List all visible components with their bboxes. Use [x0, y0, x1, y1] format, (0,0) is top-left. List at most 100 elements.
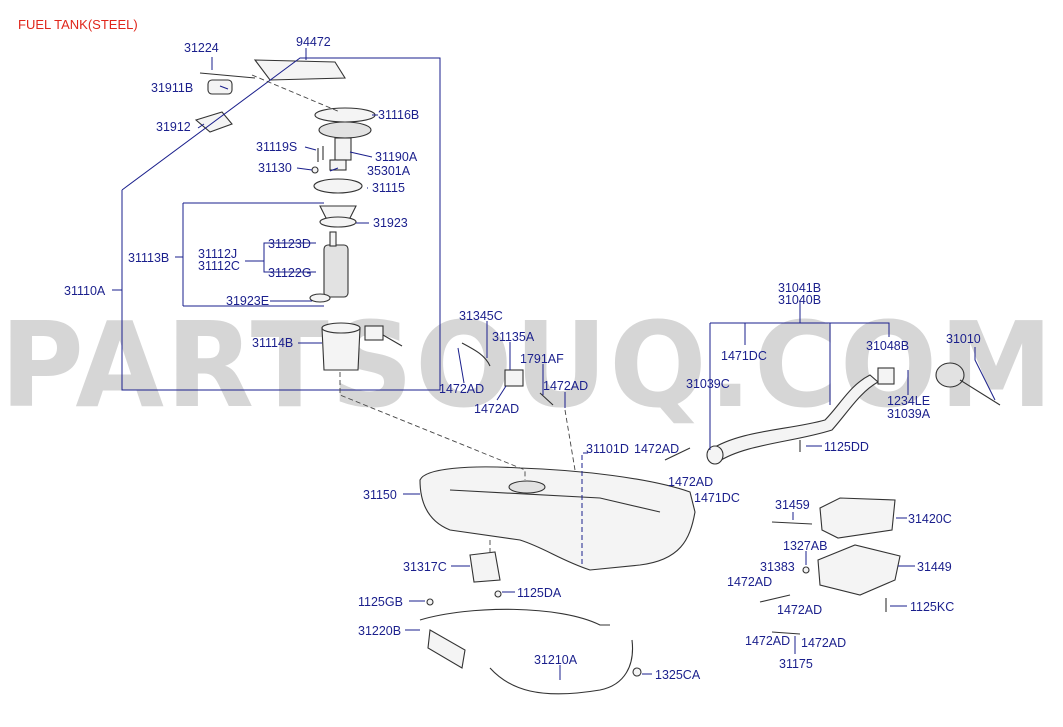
label-31039A[interactable]: 31039A: [887, 407, 931, 421]
part-31190A: [334, 137, 352, 161]
part-31114B-reservoir: [321, 327, 361, 371]
label-31110A[interactable]: 31110A: [64, 284, 106, 298]
part-1471DC-clamp: [706, 445, 724, 465]
label-1472AD-b[interactable]: 1472AD: [543, 379, 588, 393]
label-31317C[interactable]: 31317C: [403, 560, 447, 574]
leader-31110A-box: [121, 57, 441, 391]
label-94472[interactable]: 94472: [296, 35, 331, 49]
label-31041B[interactable]: 31041B: [778, 281, 821, 295]
label-35301A[interactable]: 35301A: [367, 164, 411, 178]
label-31113B[interactable]: 31113B: [128, 251, 169, 265]
label-1125DA[interactable]: 1125DA: [517, 586, 562, 600]
part-31224-hose: [199, 72, 256, 79]
part-94472-cover: [253, 59, 346, 81]
label-31101D[interactable]: 31101D: [586, 442, 629, 456]
part-1472AD-hose: [664, 447, 691, 461]
part-31210A-strap: [489, 639, 634, 695]
label-31420C[interactable]: 31420C: [908, 512, 952, 526]
part-31923-seal: [319, 216, 357, 228]
label-31112J[interactable]: 31112J: [198, 247, 237, 261]
label-31911B[interactable]: 31911B: [151, 81, 193, 95]
label-31383[interactable]: 31383: [760, 560, 795, 574]
dash-pump-to-tank: [339, 372, 526, 480]
label-31912[interactable]: 31912: [156, 120, 191, 134]
label-31123D[interactable]: 31123D: [268, 237, 311, 251]
label-31039C[interactable]: 31039C: [686, 377, 730, 391]
label-31449[interactable]: 31449: [917, 560, 952, 574]
dash-filter-to-plate: [251, 74, 341, 113]
part-sender: [364, 325, 384, 341]
label-31135A[interactable]: 31135A: [492, 330, 535, 344]
label-31010[interactable]: 31010: [946, 332, 981, 346]
label-31119S[interactable]: 31119S: [256, 140, 297, 154]
leader-31113B-bracket: [182, 202, 324, 307]
watermark: PARTSOUQ.COM: [0, 296, 1055, 434]
parts-drawings: [194, 59, 1001, 695]
label-31150[interactable]: 31150: [363, 488, 397, 502]
part-31449-bracket: [817, 544, 901, 596]
part-31923E: [309, 293, 331, 303]
label-31224[interactable]: 31224: [184, 41, 219, 55]
label-1472AD-h[interactable]: 1472AD: [745, 634, 790, 648]
label-1125KC[interactable]: 1125KC: [910, 600, 954, 614]
part-31220B-end: [427, 629, 466, 669]
label-31115[interactable]: 31115: [372, 181, 405, 195]
leader-hoses: [486, 321, 544, 395]
label-31923E[interactable]: 31923E: [226, 294, 269, 308]
part-31123D: [329, 231, 337, 247]
label-31190A[interactable]: 31190A: [375, 150, 418, 164]
label-31345C[interactable]: 31345C: [459, 309, 503, 323]
label-1472AD-i[interactable]: 1472AD: [801, 636, 846, 650]
label-1471DC-a[interactable]: 1471DC: [721, 349, 767, 363]
part-31112J-pump: [323, 244, 349, 298]
part-31150-fuel-tank: [419, 466, 696, 571]
label-1472AD-a[interactable]: 1472AD: [439, 382, 484, 396]
label-1471DC-b[interactable]: 1471DC: [694, 491, 740, 505]
leader-lines: [112, 48, 996, 680]
label-31130[interactable]: 31130: [258, 161, 292, 175]
label-1791AF[interactable]: 1791AF: [520, 352, 564, 366]
part-sender-wire: [382, 334, 403, 347]
label-1327AB[interactable]: 1327AB: [783, 539, 827, 553]
part-35301A: [329, 159, 347, 171]
label-31112C[interactable]: 31112C: [198, 259, 240, 273]
part-31911B-filter: [207, 79, 233, 95]
label-31048B[interactable]: 31048B: [866, 339, 909, 353]
label-1325CA[interactable]: 1325CA: [655, 668, 701, 682]
part-31459-hose: [771, 521, 813, 525]
label-1125GB[interactable]: 1125GB: [358, 595, 403, 609]
part-31220B-strap: [419, 608, 610, 626]
part-31115-ring: [313, 178, 363, 194]
label-1472AD-f[interactable]: 1472AD: [727, 575, 772, 589]
part-31383-hose: [759, 594, 791, 603]
label-1472AD-d[interactable]: 1472AD: [634, 442, 679, 456]
label-1472AD-c[interactable]: 1472AD: [474, 402, 519, 416]
label-1472AD-e[interactable]: 1472AD: [668, 475, 713, 489]
part-31114B-top: [321, 322, 361, 334]
leader-pump-right: [349, 114, 378, 224]
part-labels: 31224 94472 31911B 31116B 31912 31119S 3…: [64, 35, 981, 682]
label-1125DD[interactable]: 1125DD: [824, 440, 869, 454]
part-1125GB-bolt: [426, 598, 434, 606]
label-31122G[interactable]: 31122G: [268, 266, 312, 280]
label-31220B[interactable]: 31220B: [358, 624, 401, 638]
label-31210A[interactable]: 31210A: [534, 653, 578, 667]
label-31040B[interactable]: 31040B: [778, 293, 821, 307]
leader-top: [197, 48, 307, 129]
part-1791AF-tube: [539, 392, 554, 406]
label-31116B[interactable]: 31116B: [378, 108, 419, 122]
label-31459[interactable]: 31459: [775, 498, 810, 512]
part-31420C-canister: [819, 497, 896, 539]
label-1472AD-g[interactable]: 1472AD: [777, 603, 822, 617]
part-31119S-spring: [317, 146, 324, 162]
part-31175-hose: [771, 631, 801, 635]
label-31175[interactable]: 31175: [779, 657, 813, 671]
part-31135A-filter: [504, 369, 524, 387]
part-31116B-plate: [314, 107, 376, 123]
label-31923[interactable]: 31923: [373, 216, 408, 230]
label-31114B[interactable]: 31114B: [252, 336, 293, 350]
label-1234LE[interactable]: 1234LE: [887, 394, 930, 408]
part-1125DA-bolt: [494, 590, 502, 598]
part-31048B-gasket: [877, 367, 895, 385]
